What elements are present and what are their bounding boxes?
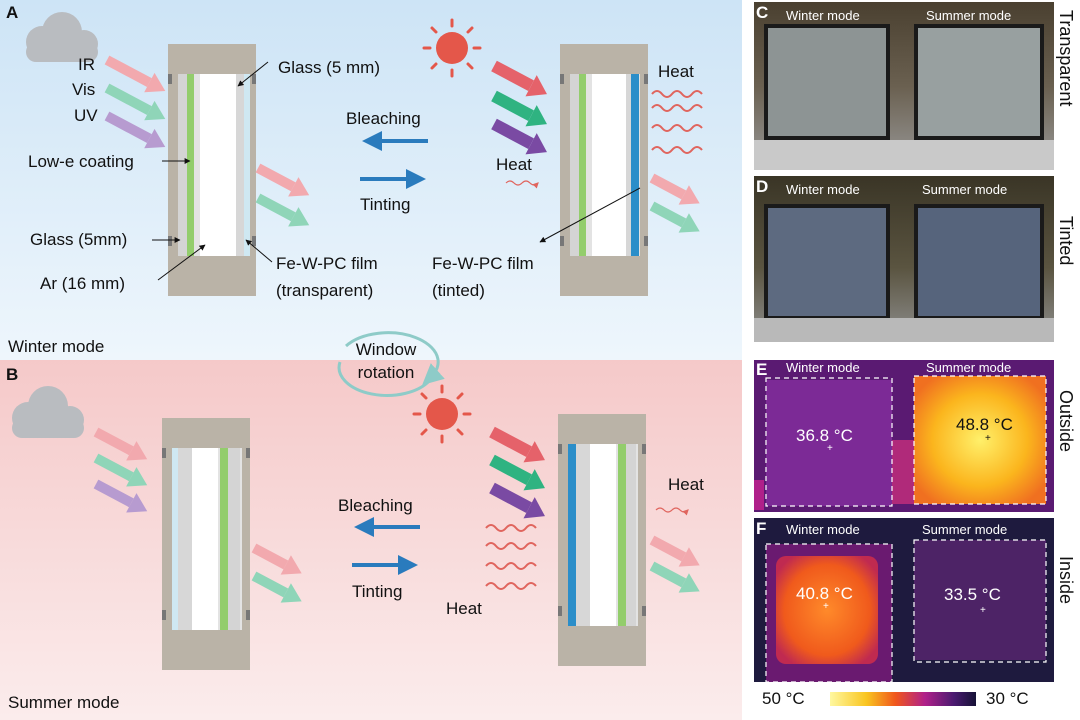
uv-arrow <box>104 111 166 149</box>
low-e-coating-label: Low-e coating <box>28 152 134 171</box>
photo-d-left-label: Winter mode <box>786 182 860 197</box>
heat-wave-small-a <box>505 180 539 189</box>
incoming-light-arrows <box>104 55 166 149</box>
thermal-f-crosshair-left: + <box>823 601 829 612</box>
temperature-colorbar <box>830 692 976 706</box>
photo-d-right-label: Summer mode <box>922 182 1007 197</box>
cloud-icon <box>26 12 98 62</box>
thermal-e-left-label: Winter mode <box>786 360 860 375</box>
thermal-e-crosshair-right: + <box>985 433 991 444</box>
thermal-e-box-left <box>765 377 893 507</box>
thermal-e-side-label: Outside <box>1056 390 1076 452</box>
transmitted-light-arrows-b2 <box>649 535 700 593</box>
panel-e-letter: E <box>756 360 767 379</box>
thermal-f-side-label: Inside <box>1056 556 1076 604</box>
panel-c-letter: C <box>756 3 768 22</box>
panel-a-letter: A <box>6 3 18 22</box>
glass-top-label: Glass (5 mm) <box>278 58 380 77</box>
winter-mode-label: Winter mode <box>8 337 104 356</box>
thermal-e-crosshair-left: + <box>827 443 833 454</box>
window-b-summer-tinted <box>558 414 646 666</box>
heat-mid-label-b: Heat <box>446 599 482 618</box>
transmitted-light-arrows-b1 <box>251 543 302 603</box>
heat-waves-b <box>485 524 537 590</box>
photo-c-side-label: Transparent <box>1056 10 1076 106</box>
thermal-e-temp-right: 48.8 °C <box>956 415 1013 434</box>
bleaching-label-a: Bleaching <box>346 109 421 128</box>
heat-right-label-b: Heat <box>668 475 704 494</box>
thermal-f-inside <box>754 518 1054 682</box>
film-tinted-label-1: Fe-W-PC film <box>432 254 534 273</box>
uv-label: UV <box>74 106 98 125</box>
photo-c-right-label: Summer mode <box>926 8 1011 23</box>
window-a-winter-tinted <box>560 44 648 296</box>
thermal-f-right-label: Summer mode <box>922 522 1007 537</box>
transmitted-light-arrows-a1 <box>255 163 310 227</box>
thermal-e-temp-left: 36.8 °C <box>796 426 853 445</box>
thermal-f-box-right <box>913 539 1047 663</box>
panel-b-letter: B <box>6 365 18 384</box>
thermal-f-temp-left: 40.8 °C <box>796 584 853 603</box>
film-tinted-label-2: (tinted) <box>432 281 485 300</box>
incoming-light-arrows-summer-a <box>491 60 547 155</box>
vis-label: Vis <box>72 80 95 99</box>
tinting-label-b: Tinting <box>352 582 402 601</box>
vis-arrow <box>104 83 166 121</box>
glass-bottom-label: Glass (5mm) <box>30 230 127 249</box>
ar-label: Ar (16 mm) <box>40 274 125 293</box>
window-b-summer-transparent <box>162 418 250 670</box>
photo-c-left-label: Winter mode <box>786 8 860 23</box>
bleaching-label-b: Bleaching <box>338 496 413 515</box>
thermal-f-temp-right: 33.5 °C <box>944 585 1001 604</box>
photo-c-transparent <box>754 2 1054 170</box>
colorbar-min-label: 30 °C <box>986 689 1029 708</box>
heat-wave-small-b <box>655 507 689 516</box>
thermal-f-left-label: Winter mode <box>786 522 860 537</box>
sun-icon <box>422 18 482 78</box>
colorbar-max-label: 50 °C <box>762 689 805 708</box>
incoming-light-arrows-summer-b <box>489 426 545 519</box>
cloud-icon <box>12 386 84 438</box>
photo-d-side-label: Tinted <box>1056 216 1076 265</box>
photo-d-tinted <box>754 176 1054 342</box>
heat-right-label-a: Heat <box>658 62 694 81</box>
incoming-light-arrows-b <box>93 427 148 513</box>
transmitted-light-arrows-a2 <box>649 173 700 233</box>
heat-mid-label-a: Heat <box>496 155 532 174</box>
sun-icon <box>412 384 472 444</box>
panel-d-letter: D <box>756 177 768 196</box>
film-transparent-label-2: (transparent) <box>276 281 373 300</box>
thermal-f-box-left <box>765 543 893 683</box>
thermal-e-box-right <box>913 375 1047 505</box>
window-a-winter-transparent <box>168 44 256 296</box>
thermal-e-outside <box>754 360 1054 512</box>
tinting-label-a: Tinting <box>360 195 410 214</box>
window-rotation-label-1: Window <box>356 340 417 359</box>
window-rotation-icon <box>337 331 445 397</box>
film-transparent-label-1: Fe-W-PC film <box>276 254 378 273</box>
panel-f-letter: F <box>756 519 766 538</box>
window-rotation-label-2: rotation <box>358 363 415 382</box>
thermal-e-right-label: Summer mode <box>926 360 1011 375</box>
ir-arrow <box>104 55 166 93</box>
heat-waves-a <box>651 90 703 154</box>
thermal-f-crosshair-right: + <box>980 605 986 616</box>
summer-mode-label: Summer mode <box>8 693 119 712</box>
ir-label: IR <box>78 55 95 74</box>
